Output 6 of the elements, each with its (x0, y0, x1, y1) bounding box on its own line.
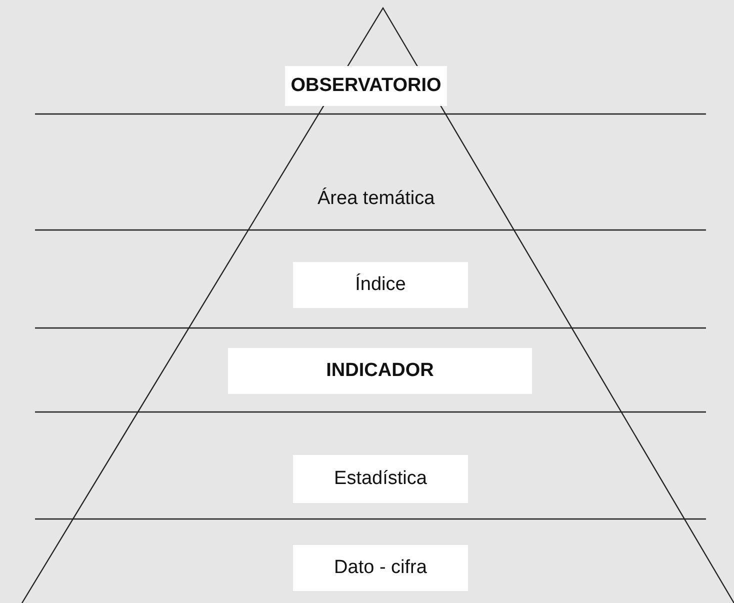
level-label: Estadística (293, 455, 468, 503)
level-label: INDICADOR (228, 348, 532, 394)
level-label: Índice (293, 262, 468, 308)
level-label: OBSERVATORIO (285, 66, 447, 106)
level-label: Área temática (318, 188, 435, 210)
level-label: Dato - cifra (293, 545, 468, 591)
